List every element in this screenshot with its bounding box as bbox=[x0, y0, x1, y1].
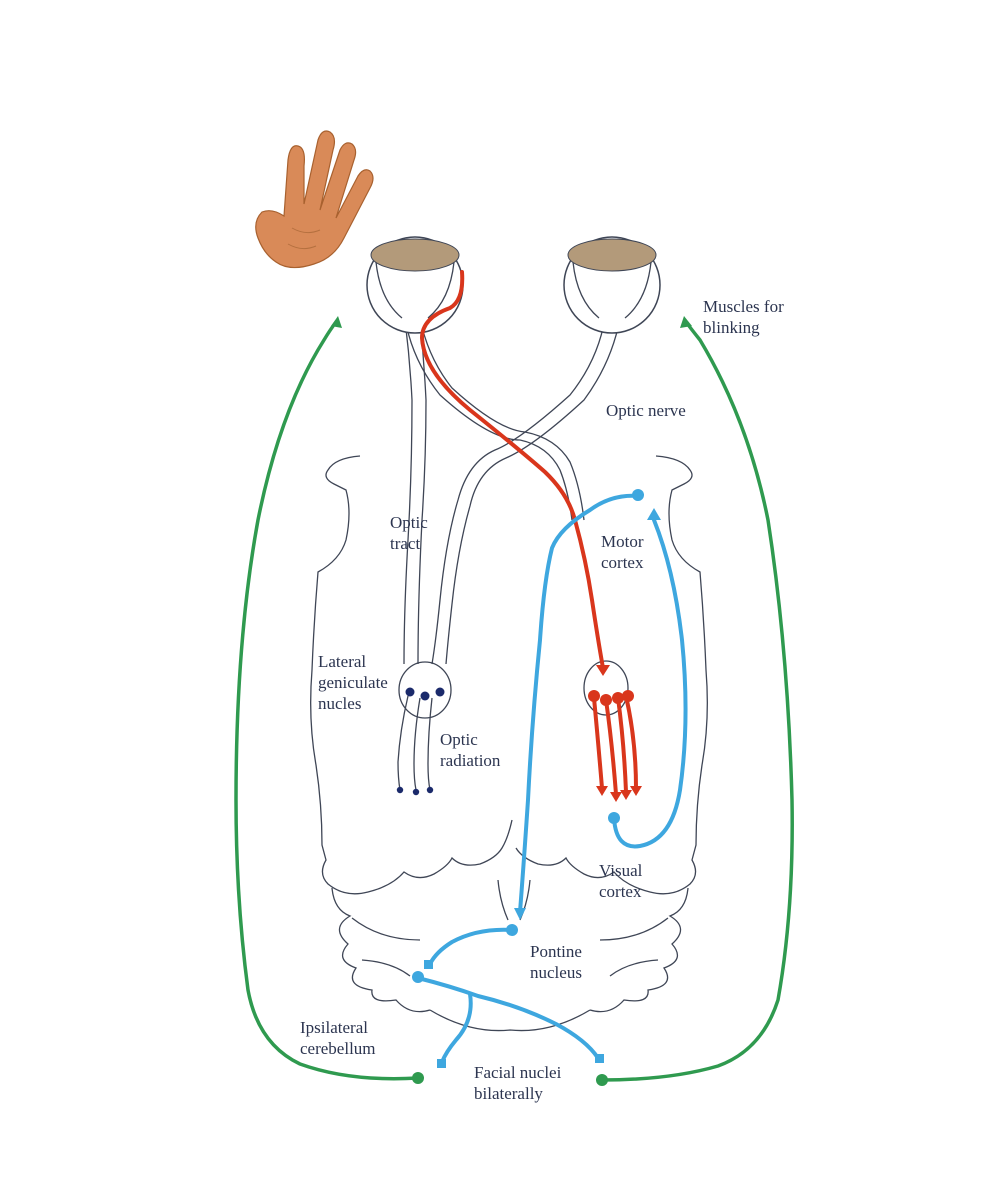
motor-pathway bbox=[412, 489, 688, 1068]
lgn-neuron-dot bbox=[405, 687, 415, 697]
label-pontine-nucleus: Pontine nucleus bbox=[530, 942, 582, 982]
afferent-visual-pathway bbox=[419, 270, 642, 802]
facial-nucleus-right bbox=[596, 1074, 608, 1086]
lgn-neuron-dot bbox=[622, 690, 634, 702]
label-motor-cortex: Motor cortex bbox=[601, 532, 644, 572]
label-ipsilateral-cerebellum: Ipsilateral cerebellum bbox=[300, 1018, 376, 1058]
facial-nucleus-left bbox=[412, 1072, 424, 1084]
left-eye-icon bbox=[366, 236, 464, 334]
radiation-end-dot bbox=[426, 786, 434, 794]
radiation-end-dot bbox=[396, 786, 404, 794]
visual-cortex-neuron bbox=[608, 812, 620, 824]
label-muscles-for-blinking: Muscles for blinking bbox=[703, 297, 784, 337]
optic-pathway-outline bbox=[403, 317, 621, 665]
brain-outline bbox=[310, 455, 708, 1032]
right-eye-icon bbox=[563, 236, 661, 334]
lgn-neuron-dot bbox=[588, 690, 600, 702]
right-lateral-geniculate-nucleus bbox=[583, 660, 629, 716]
label-optic-tract: Optic tract bbox=[390, 513, 428, 553]
label-lateral-geniculate-nucleus: Lateral geniculate nucles bbox=[318, 652, 388, 713]
label-facial-nuclei-bilaterally: Facial nuclei bilaterally bbox=[474, 1063, 562, 1103]
left-lateral-geniculate-nucleus bbox=[396, 661, 452, 796]
cerebellum-neuron bbox=[412, 971, 424, 983]
label-visual-cortex: Visual cortex bbox=[599, 861, 643, 901]
radiation-end-dot bbox=[412, 788, 420, 796]
pontine-neuron bbox=[506, 924, 518, 936]
label-optic-radiation: Optic radiation bbox=[440, 730, 501, 770]
lgn-neuron-dot bbox=[435, 687, 445, 697]
hand-icon bbox=[255, 130, 374, 269]
efferent-facial-pathway bbox=[234, 316, 794, 1086]
lgn-neuron-dot bbox=[612, 692, 624, 704]
lgn-neuron-dot bbox=[420, 691, 430, 701]
motor-cortex-neuron bbox=[632, 489, 644, 501]
label-optic-nerve: Optic nerve bbox=[606, 401, 686, 420]
lgn-neuron-dot bbox=[600, 694, 612, 706]
